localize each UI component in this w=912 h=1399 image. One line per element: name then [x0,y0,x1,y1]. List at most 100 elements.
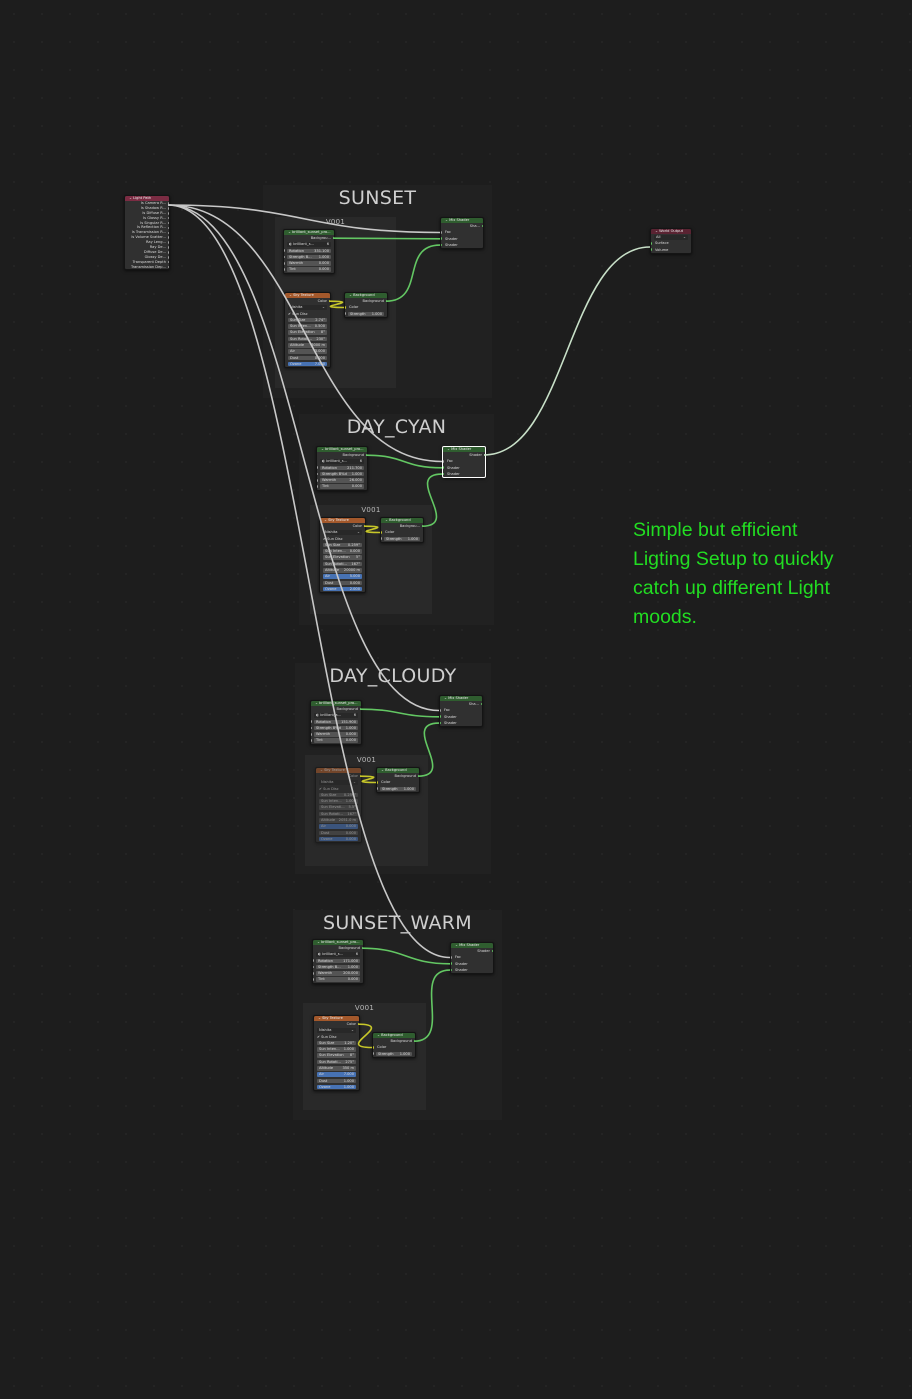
socket[interactable] [168,246,169,249]
socket[interactable] [441,243,442,247]
socket[interactable] [333,236,334,240]
socket[interactable] [443,460,444,463]
socket[interactable] [481,702,482,706]
image-selector[interactable]: ◐ brilliant_s...6 [314,713,358,718]
environment-texture-node[interactable]: ⌄ brilliant_sunset_pro...Background◐ bri… [316,446,368,491]
socket[interactable] [362,946,363,950]
socket[interactable] [377,787,378,790]
socket[interactable] [284,249,285,252]
socket[interactable] [168,216,169,220]
socket[interactable] [441,237,442,240]
image-selector[interactable]: ◐ brilliant_s...6 [287,242,331,247]
socket[interactable] [441,231,442,234]
collapse-chevron-icon[interactable]: ⌄ [377,1033,382,1037]
socket[interactable] [651,242,652,245]
socket[interactable] [451,968,452,972]
socket[interactable] [440,721,441,725]
socket[interactable] [168,226,169,230]
socket[interactable] [651,248,652,251]
socket[interactable] [168,255,169,259]
socket[interactable] [484,453,485,457]
socket[interactable] [360,707,361,711]
node-header[interactable]: ⌄ Sky Texture [314,1016,359,1021]
socket[interactable] [345,312,346,315]
image-selector[interactable]: ◐ brilliant_s...6 [316,952,360,957]
socket[interactable] [377,781,378,784]
socket[interactable] [329,299,330,303]
socket[interactable] [311,739,312,742]
socket[interactable] [317,478,318,482]
socket[interactable] [313,978,314,981]
socket[interactable] [168,251,169,254]
socket[interactable] [284,255,285,259]
image-selector[interactable]: ◐ brilliant_s...6 [320,459,364,464]
value-field[interactable]: Sun Inten...0.500 [288,324,327,329]
socket[interactable] [313,971,314,975]
collapse-chevron-icon[interactable]: ⌄ [455,943,460,947]
environment-texture-node[interactable]: ⌄ brilliant_sunset_pro...Backgrou...◐ br… [283,229,335,274]
value-field[interactable]: Sun Rotati...167° [323,561,362,567]
socket[interactable] [373,1046,374,1049]
socket[interactable] [168,260,169,264]
checkbox-checked-icon[interactable]: ✔ [317,1034,322,1039]
value-field[interactable]: Sun Rotati...275° [317,1059,356,1065]
socket[interactable] [482,224,483,228]
socket[interactable] [317,466,318,469]
socket[interactable] [168,236,169,240]
value-field[interactable]: Sun Rotati...230° [288,336,327,342]
value-field[interactable]: Strength B...1.000 [287,254,331,260]
node-header[interactable]: ⌄ Light Path [125,196,169,201]
value-field[interactable]: Sun Elevati...5.5° [319,805,358,810]
socket[interactable] [311,720,312,723]
socket[interactable] [168,221,169,225]
socket[interactable] [358,1022,359,1026]
socket[interactable] [168,265,169,269]
socket[interactable] [345,306,346,309]
collapse-chevron-icon[interactable]: ⌄ [129,196,134,200]
socket[interactable] [168,207,169,210]
collapse-chevron-icon[interactable]: ⌄ [655,229,660,233]
socket[interactable] [168,241,169,244]
value-field[interactable]: Sun Rotati...167° [319,811,358,817]
socket[interactable] [313,959,314,962]
socket[interactable] [492,949,493,953]
socket[interactable] [311,726,312,730]
socket[interactable] [440,715,441,718]
